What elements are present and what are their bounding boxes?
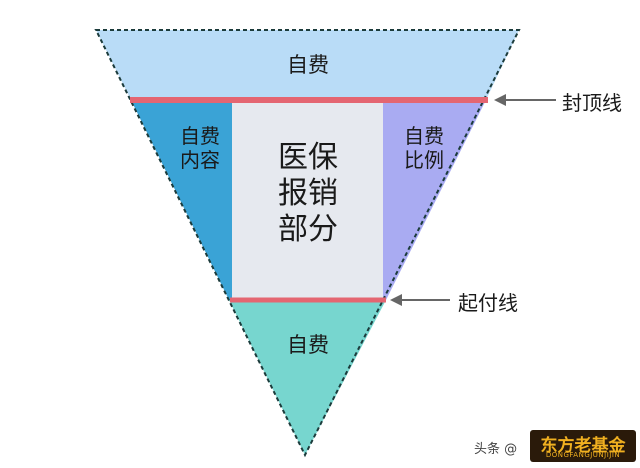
deductible-arrow-icon — [390, 294, 450, 306]
watermark-logo-text: 东方老基金 — [540, 436, 626, 456]
deductible-line-label: 起付线 — [458, 291, 518, 315]
watermark-logo-subtext: DONGFANGJUNJIJIN — [545, 451, 621, 459]
insurance-reimbursement-box — [232, 100, 383, 300]
center-label: 医保 报销 部分 — [262, 140, 354, 248]
left-wedge-label: 自费 内容 — [168, 124, 232, 172]
right-wedge-label: 自费 比例 — [392, 124, 456, 172]
left-label-line2: 内容 — [180, 148, 220, 172]
watermark-logo: 东方老基金 DONGFANGJUNJIJIN — [530, 430, 636, 462]
right-label-line2: 比例 — [404, 148, 444, 172]
ceiling-line-label: 封顶线 — [562, 91, 622, 115]
left-label-line1: 自费 — [180, 124, 220, 148]
center-label-line3: 部分 — [278, 212, 338, 247]
right-label-line1: 自费 — [404, 124, 444, 148]
bottom-self-pay-tip — [229, 300, 386, 455]
center-label-line2: 报销 — [278, 176, 338, 211]
watermark-prefix: 头条 @ — [474, 442, 518, 457]
triangle-outline — [94, 29, 521, 458]
center-label-line1: 医保 — [278, 140, 338, 175]
top-self-pay-band — [96, 30, 519, 100]
bottom-zone-label: 自费 — [287, 333, 329, 357]
top-zone-label: 自费 — [287, 53, 329, 77]
ceiling-arrow-icon — [494, 94, 556, 106]
left-self-pay-content-wedge — [131, 100, 232, 300]
